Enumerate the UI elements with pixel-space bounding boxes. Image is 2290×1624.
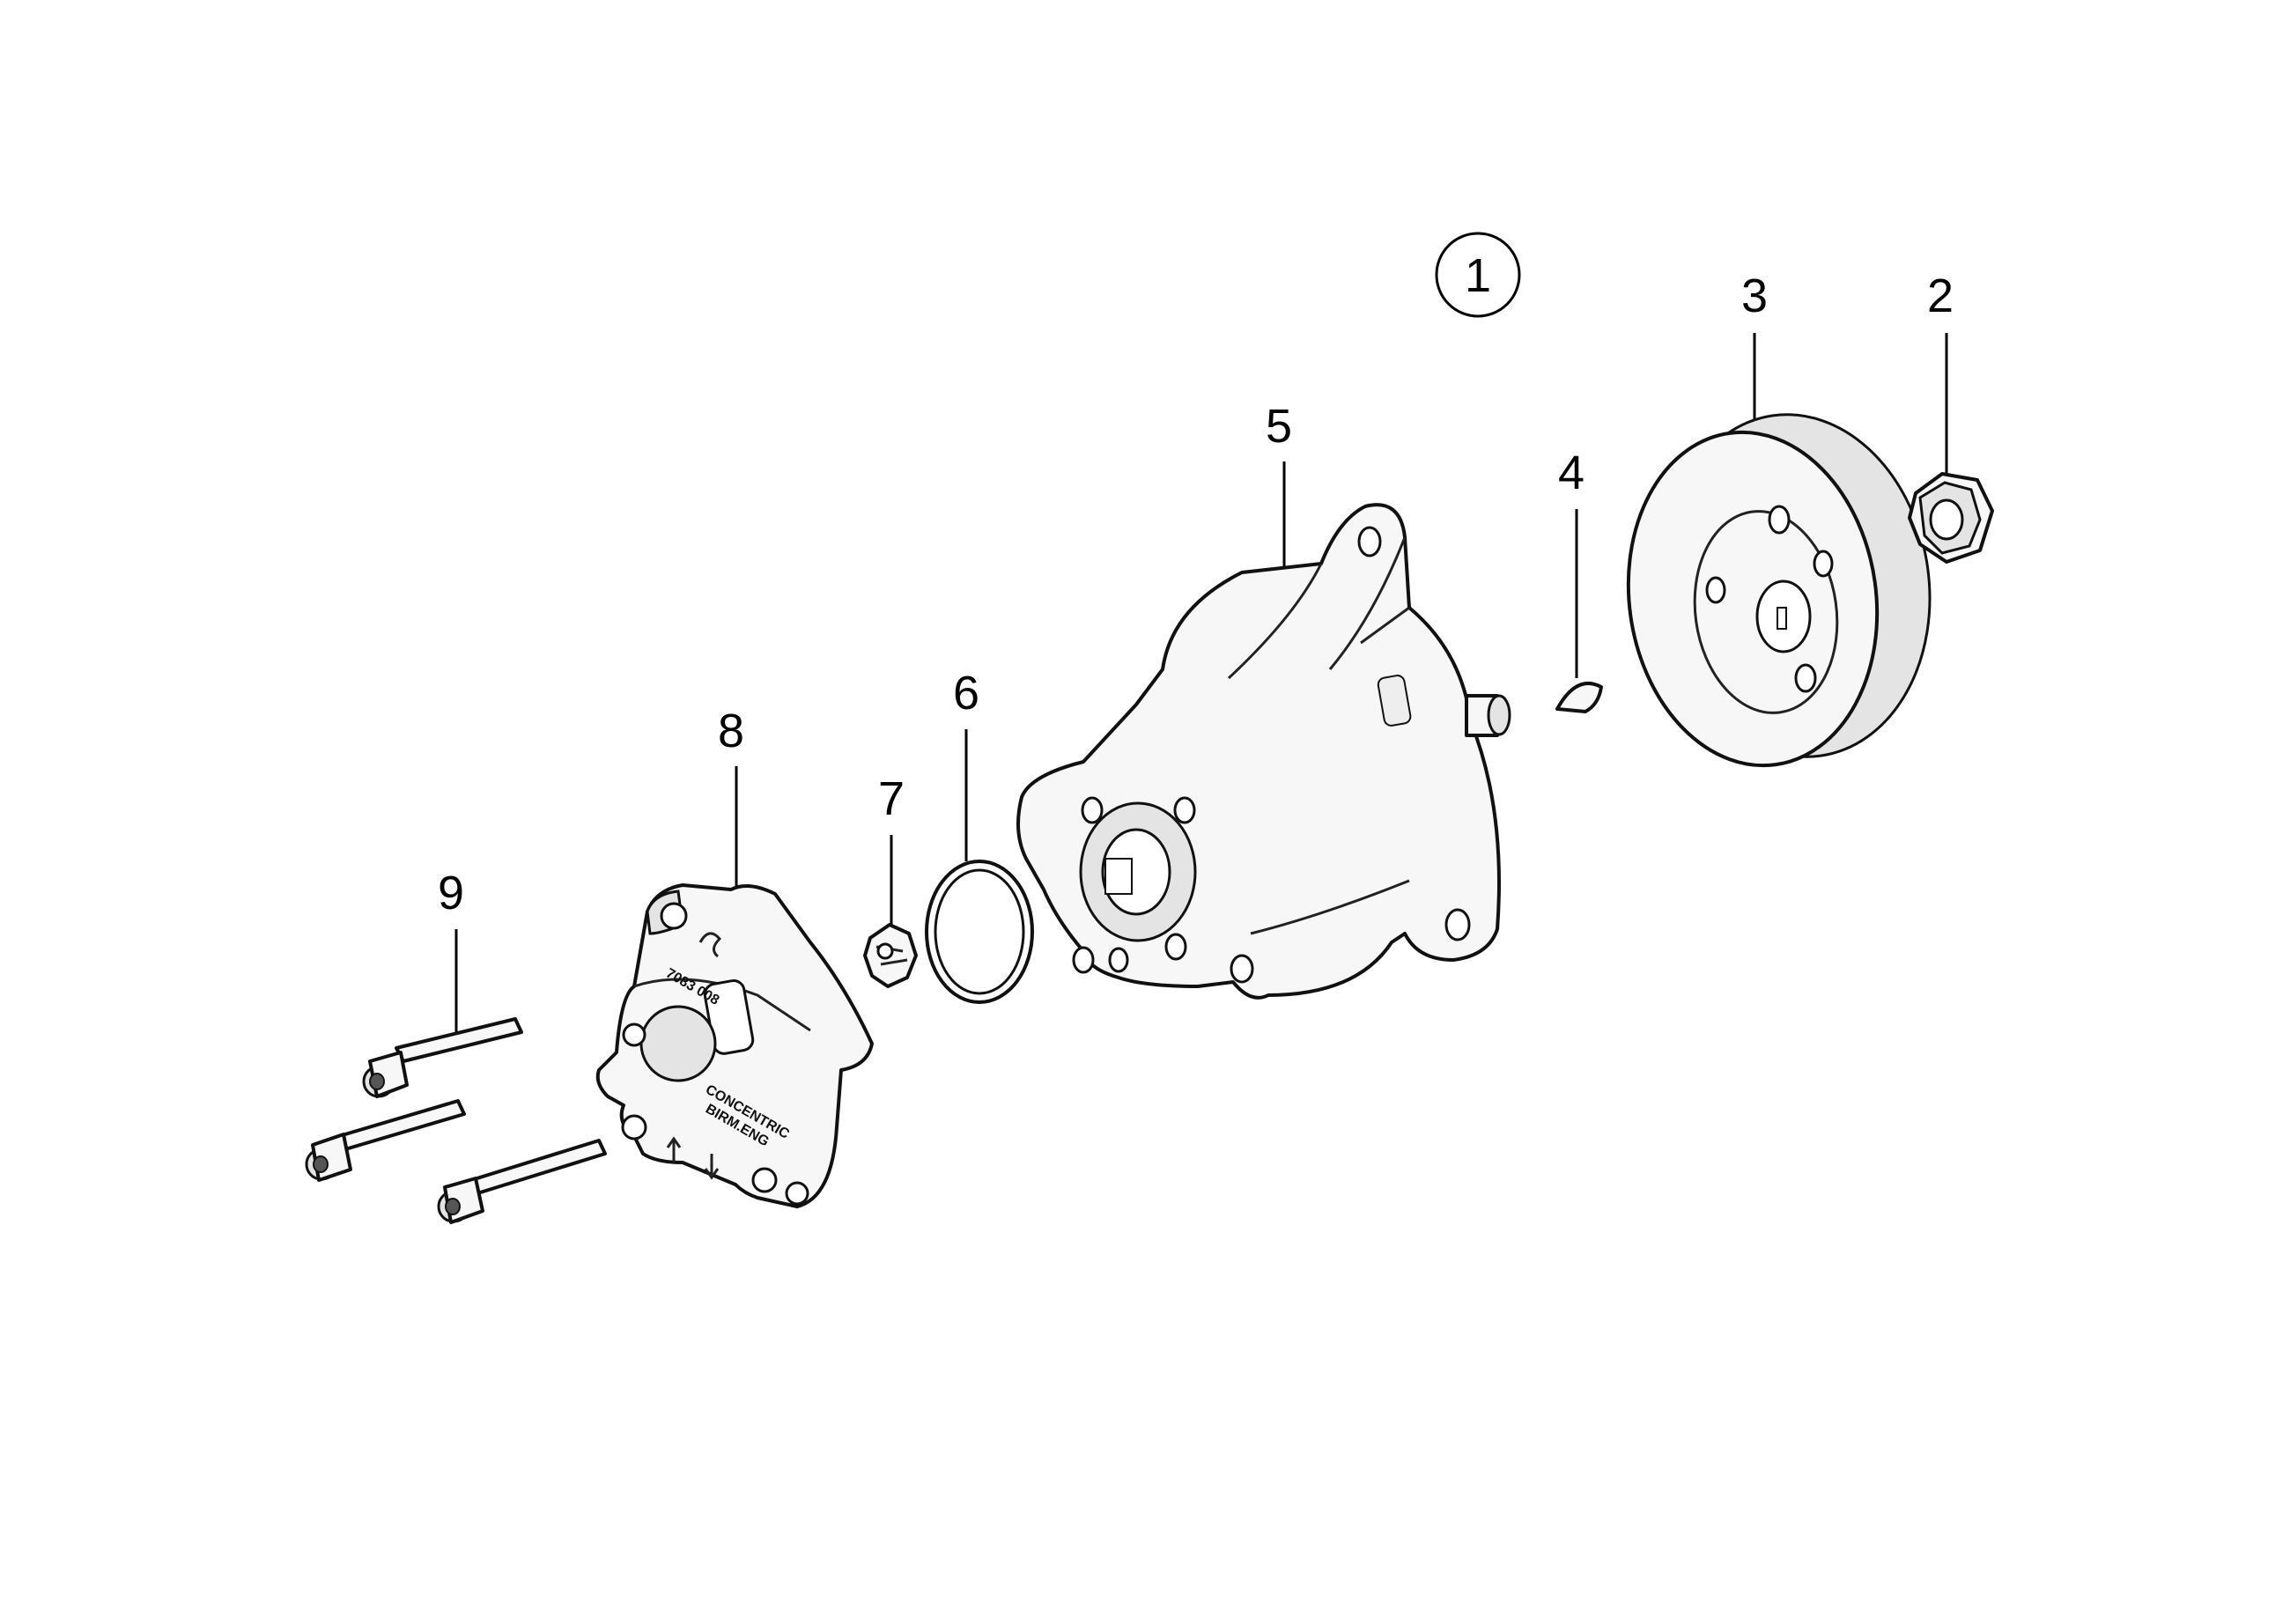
part-rotor bbox=[863, 923, 918, 988]
callout-4: 4 bbox=[1558, 447, 1585, 499]
part-screws bbox=[305, 1017, 607, 1224]
part-pump-housing bbox=[1016, 503, 1511, 1000]
part-nut bbox=[1908, 472, 1994, 564]
callout-6: 6 bbox=[953, 667, 979, 720]
flow-arrow-up-icon bbox=[666, 1136, 682, 1163]
part-o-ring bbox=[925, 860, 1034, 1004]
callout-3: 3 bbox=[1741, 269, 1768, 322]
screw-bottom bbox=[437, 1139, 607, 1224]
callout-7: 7 bbox=[878, 772, 905, 825]
callout-8: 8 bbox=[718, 705, 744, 757]
screw-top bbox=[362, 1017, 523, 1098]
assembly-number: 1 bbox=[1435, 232, 1521, 318]
part-pump-cover: CONCENTRIC BIRM.ENG 7083 008 bbox=[595, 883, 874, 1208]
screw-middle bbox=[305, 1099, 466, 1182]
assembly-number-label: 1 bbox=[1465, 249, 1491, 302]
part-pulley bbox=[1626, 413, 1932, 768]
rotation-arrow-icon bbox=[698, 932, 722, 958]
callout-9: 9 bbox=[438, 867, 464, 919]
callout-5: 5 bbox=[1266, 400, 1292, 453]
flow-arrow-down-icon bbox=[704, 1154, 720, 1180]
callout-2: 2 bbox=[1927, 269, 1954, 322]
part-key bbox=[1555, 682, 1603, 713]
